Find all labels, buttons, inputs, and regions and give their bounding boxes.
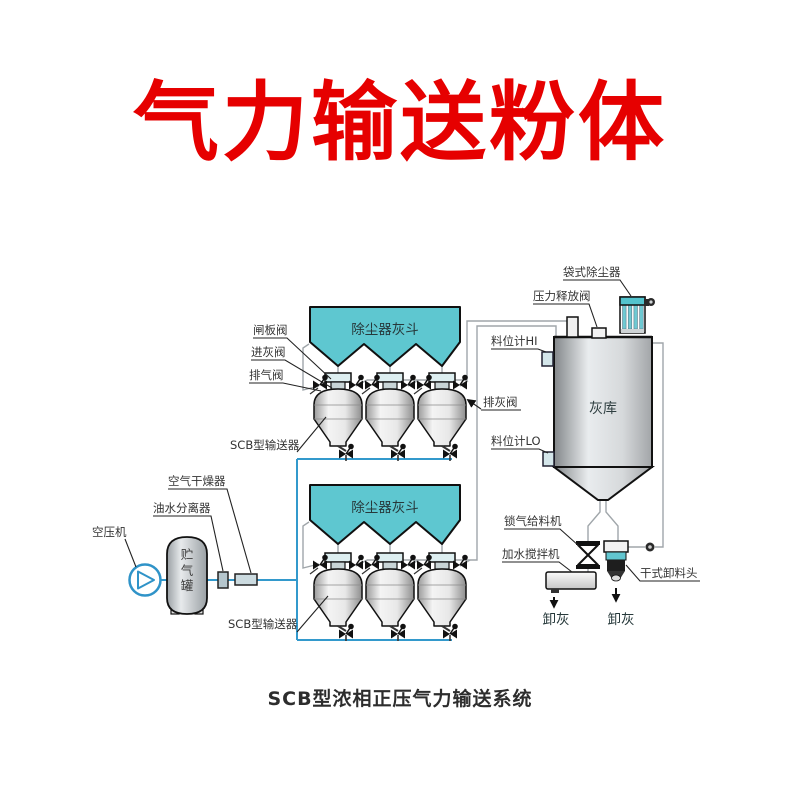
leader-lines	[124, 279, 700, 633]
dry-discharge-head-label: 干式卸料头	[640, 566, 698, 580]
dry-discharge-head	[603, 540, 629, 603]
rotary-feeder-label: 锁气给料机	[504, 514, 562, 528]
scb-conveyor-bottom-3	[414, 553, 468, 641]
water-mixer-label: 加水搅拌机	[502, 547, 560, 561]
labels: 袋式除尘器 压力释放阀 料位计HI 排灰阀 料位计LO 闸板阀 进灰阀 排气阀 …	[92, 265, 698, 631]
oil-water-separator-label: 油水分离器	[153, 501, 211, 515]
scb-conveyor-bottom-label: SCB型输送器	[228, 617, 298, 631]
bag-filter	[619, 296, 655, 334]
air-compressor-label: 空压机	[92, 525, 127, 539]
ash-silo: 灰库	[541, 316, 655, 501]
vent-fan-icon	[645, 542, 655, 552]
scb-conveyor-bottom-1	[310, 553, 364, 641]
level-gauge-lo-label: 料位计LO	[491, 434, 541, 448]
diagram-caption: SCB型浓相正压气力输送系统	[267, 688, 533, 710]
scb-conveyor-top-1	[310, 373, 364, 461]
rotary-feeder	[576, 541, 600, 569]
scb-conveyor-top-3	[414, 373, 468, 461]
pressure-relief-valve-label: 压力释放阀	[533, 289, 591, 303]
bag-filter-fan-icon	[644, 298, 655, 306]
scb-conveyor-top-label: SCB型输送器	[230, 438, 300, 452]
dust-hopper-bottom-label: 除尘器灰斗	[351, 500, 419, 516]
scb-conveyor-bottom-2	[362, 553, 416, 641]
level-gauge-hi	[541, 351, 554, 367]
page-title: 气力输送粉体	[133, 73, 667, 173]
air-tank	[166, 536, 208, 615]
water-mixer	[545, 571, 597, 609]
ash-unload-left-label: 卸灰	[543, 612, 570, 628]
ash-unload-right-label: 卸灰	[608, 612, 635, 628]
level-gauge-lo	[542, 451, 555, 467]
pressure-relief-valve	[591, 327, 607, 339]
air-pipes	[161, 458, 452, 641]
dust-hopper-top-label: 除尘器灰斗	[351, 322, 419, 338]
oil-water-separator	[217, 571, 229, 589]
air-dryer	[234, 573, 258, 586]
air-compressor	[128, 563, 162, 597]
air-dryer-label: 空气干燥器	[168, 474, 226, 488]
scb-conveyor-top-2	[362, 373, 416, 461]
bag-filter-label: 袋式除尘器	[563, 265, 621, 279]
level-gauge-hi-label: 料位计HI	[491, 334, 538, 348]
silo-inlet-stub	[566, 316, 579, 338]
ash-inlet-valve-label: 进灰阀	[251, 345, 286, 359]
exhaust-valve-label: 排气阀	[249, 368, 284, 382]
ash-discharge-valve-label: 排灰阀	[483, 395, 518, 409]
gate-valve-label: 闸板阀	[253, 323, 288, 337]
ash-silo-label: 灰库	[589, 401, 617, 417]
air-tank-label: 贮气罐	[180, 547, 194, 593]
